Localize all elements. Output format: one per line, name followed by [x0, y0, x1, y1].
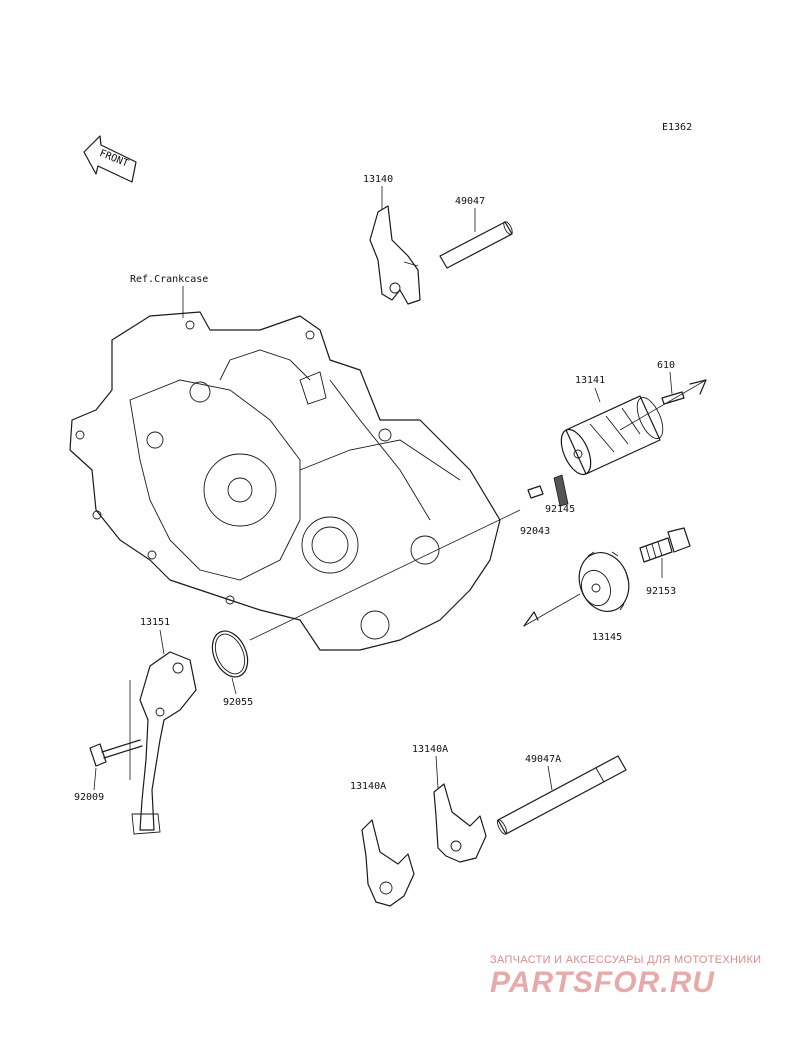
label-92153: 92153	[646, 586, 676, 597]
crankcase-illustration	[69, 311, 501, 651]
shaft-49047a	[496, 755, 627, 835]
shift-fork-13140a-upper	[433, 783, 487, 863]
label-610: 610	[657, 360, 675, 371]
watermark-logo: PARTSFOR.RU	[490, 966, 715, 999]
shaft-49047	[439, 221, 513, 269]
label-92055: 92055	[223, 697, 253, 708]
label-13140: 13140	[363, 174, 393, 185]
drum-cam-13145	[578, 551, 630, 612]
label-49047: 49047	[455, 196, 485, 207]
shift-lever-13151	[131, 651, 197, 835]
front-arrow-icon: FRONT	[83, 135, 137, 183]
spring-92145	[553, 474, 569, 507]
watermark-tagline: ЗАПЧАСТИ И АКСЕССУАРЫ ДЛЯ МОТОТЕХНИКИ	[490, 954, 761, 966]
label-92009: 92009	[74, 792, 104, 803]
label-92043: 92043	[520, 526, 550, 537]
label-13140a-lower: 13140A	[350, 781, 386, 792]
shift-drum-13141	[560, 395, 664, 476]
shift-fork-13140a-lower	[361, 819, 415, 907]
pin-610	[661, 391, 685, 405]
diagram-code: E1362	[662, 122, 692, 133]
label-13140a-upper: 13140A	[412, 744, 448, 755]
label-49047a: 49047A	[525, 754, 561, 765]
pin-92043	[527, 485, 544, 499]
shift-fork-13140	[369, 205, 421, 305]
label-13141: 13141	[575, 375, 605, 386]
label-13145: 13145	[592, 632, 622, 643]
o-ring-92055	[211, 630, 249, 678]
ref-crankcase-label: Ref.Crankcase	[130, 274, 208, 285]
label-92145: 92145	[545, 504, 575, 515]
label-13151: 13151	[140, 617, 170, 628]
bolt-92153	[639, 527, 691, 563]
bolt-92009	[89, 739, 143, 767]
